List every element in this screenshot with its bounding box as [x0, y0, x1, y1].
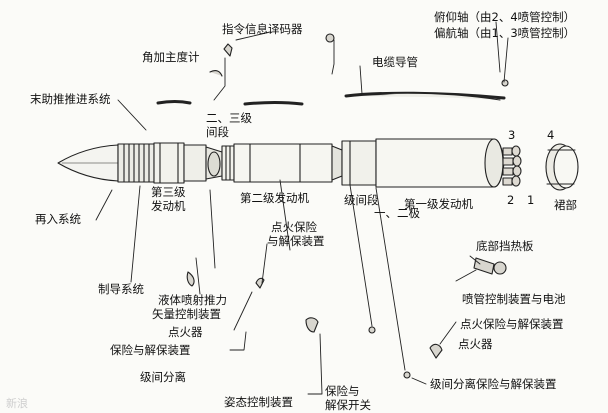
first-stage-engine [375, 138, 505, 188]
label-liquid-injection-line1: 液体喷射推力 [158, 293, 227, 307]
label-base-heat-shield: 底部挡热板 [476, 239, 534, 253]
label-reentry-system: 再入系统 [35, 212, 81, 226]
label-attitude-control: 姿态控制装置 [224, 395, 293, 409]
nozzles [502, 145, 522, 187]
second-stage-engine [233, 143, 343, 183]
label-nozzle-3: 3 [508, 128, 516, 142]
label-liquid-injection-line2: 矢量控制装置 [152, 307, 221, 321]
label-igniter-right: 点火器 [458, 337, 493, 351]
reentry-nose-cone [57, 144, 119, 182]
label-nozzle-control-battery: 喷管控制装置与电池 [462, 292, 566, 306]
label-interstage-23-line2: 间段 [206, 125, 229, 139]
label-guidance-system: 制导系统 [98, 282, 144, 296]
label-interstage-12-line2: 一、二极 [374, 206, 420, 220]
label-yaw-axis: 偏航轴（由1、3喷管控制） [434, 26, 576, 40]
interstage-12 [341, 140, 377, 186]
label-interstage-23-line1: 二、三级 [206, 111, 252, 125]
leader-lines [95, 21, 509, 395]
label-safe-arm-switch-line1: 保险与 [325, 384, 360, 398]
interstage-23 [221, 145, 235, 181]
label-third-stage-line2: 发动机 [151, 199, 186, 213]
label-second-stage-engine: 第二级发动机 [240, 191, 309, 205]
small-components [186, 33, 509, 379]
watermark: 新浪 [6, 397, 28, 410]
label-command-decoder: 指令信息译码器 [222, 22, 303, 36]
label-interstage-12-line1: 级间段 [344, 193, 379, 207]
label-stage-separation: 级间分离 [140, 370, 186, 384]
label-safe-arm-device: 保险与解保装置 [110, 343, 191, 357]
label-ignition-safe-arm-line2: 与解保装置 [267, 234, 325, 248]
label-skirt: 裙部 [554, 198, 577, 212]
label-stage-sep-safe-arm: 级间分离保险与解保装置 [430, 377, 557, 391]
label-angular-accelerometer: 角加主度计 [142, 50, 200, 64]
label-ignition-safe-arm-right: 点火保险与解保装置 [460, 317, 564, 331]
label-nozzle-4: 4 [547, 128, 555, 142]
label-first-stage-engine: 第一级发动机 [404, 197, 473, 211]
label-nozzle-1: 1 [527, 193, 535, 207]
third-stage-engine [183, 144, 223, 182]
label-final-boost-system: 末助推推进系统 [30, 92, 111, 106]
cable-duct [156, 91, 506, 106]
label-igniter-mid: 点火器 [168, 325, 203, 339]
skirt [545, 143, 579, 191]
label-safe-arm-switch-line2: 解保开关 [325, 398, 371, 412]
label-third-stage-line1: 第三级 [151, 185, 186, 199]
label-pitch-axis: 俯仰轴（由2、4喷管控制） [434, 10, 576, 24]
label-ignition-safe-arm-line1: 点火保险 [271, 220, 317, 234]
label-cable-duct: 电缆导管 [372, 55, 418, 69]
label-nozzle-2: 2 [507, 193, 515, 207]
guidance-section [117, 142, 185, 184]
